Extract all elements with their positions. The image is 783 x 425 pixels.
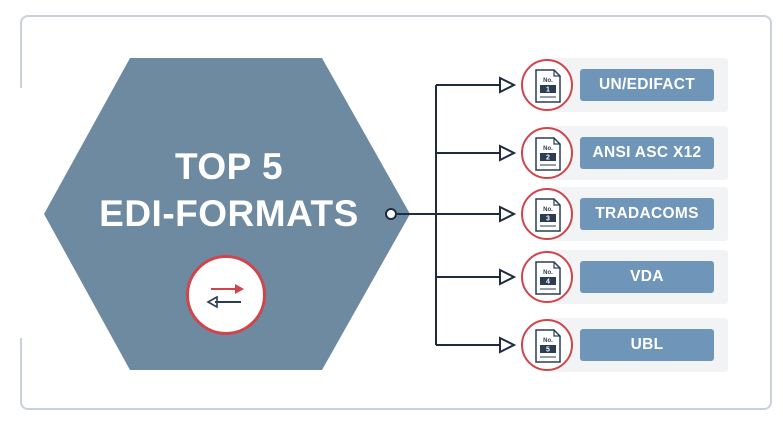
document-icon: No. 5 (535, 329, 561, 363)
document-icon: No. 3 (535, 198, 561, 232)
arrowhead (499, 205, 517, 223)
doc-number: 2 (546, 155, 550, 162)
hexagon (44, 58, 410, 370)
doc-no-text: No. (543, 146, 553, 152)
doc-no-text: No. (543, 207, 553, 213)
document-icon-circle: No. 1 (521, 59, 573, 111)
title-line-1: TOP 5 (174, 146, 284, 187)
exchange-badge (186, 255, 266, 335)
doc-number: 4 (546, 279, 550, 286)
document-icon: No. 4 (535, 261, 561, 295)
arrowhead (499, 336, 517, 354)
title-line-2: EDI-FORMATS (99, 193, 359, 234)
frame-gap (17, 88, 25, 338)
document-icon-circle: No. 3 (521, 188, 573, 240)
document-icon-circle: No. 5 (521, 319, 573, 371)
format-label: UBL (580, 329, 714, 361)
doc-number: 5 (546, 347, 550, 354)
document-icon: No. 2 (535, 137, 561, 171)
format-label: VDA (580, 261, 714, 293)
doc-no-text: No. (543, 78, 553, 84)
doc-number: 3 (546, 216, 550, 223)
document-icon-circle: No. 4 (521, 251, 573, 303)
document-icon-circle: No. 2 (521, 127, 573, 179)
format-label: TRADACOMS (580, 198, 714, 230)
arrowhead (499, 144, 517, 162)
arrowhead (499, 76, 517, 94)
document-icon: No. 1 (535, 69, 561, 103)
format-label: UN/EDIFACT (580, 69, 714, 101)
exchange-arrows-icon (206, 284, 244, 309)
doc-no-text: No. (543, 338, 553, 344)
connector-lines (385, 76, 517, 354)
format-label: ANSI ASC X12 (580, 137, 714, 169)
connector-origin (385, 208, 397, 220)
doc-number: 1 (546, 87, 550, 94)
doc-no-text: No. (543, 270, 553, 276)
arrowhead (499, 268, 517, 286)
